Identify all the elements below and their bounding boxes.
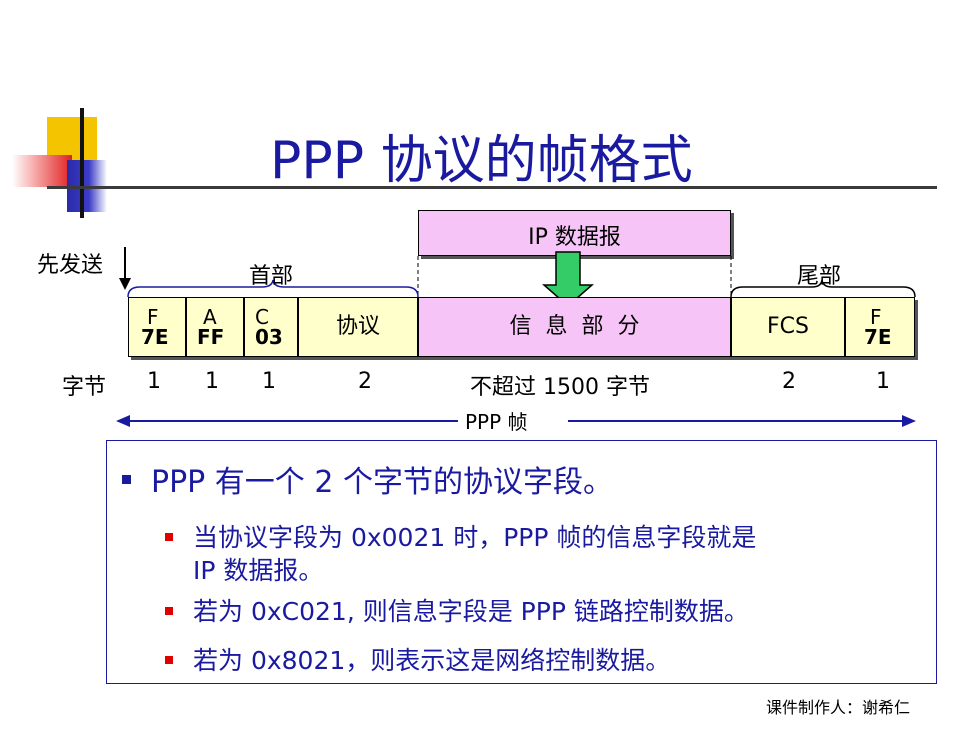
field-address-value: FF [197,325,225,349]
title-underline [47,186,937,189]
send-first-arrow-head [119,278,131,290]
field-address-name: A [203,305,217,329]
bullet-marker-main [122,475,131,484]
credit-text: 课件制作人：谢希仁 [765,698,910,717]
trailer-label: 尾部 [797,264,842,289]
field-flag-start-name: F [147,305,159,329]
field-flag-start-value: 7E [141,325,169,349]
green-down-arrow [542,251,594,307]
field-fcs-label: FCS [767,314,809,339]
bullet-box: PPP 有一个 2 个字节的协议字段。 当协议字段为 0x0021 时，PPP … [106,440,937,684]
bytes-flag-start: 1 [147,369,161,394]
field-flag-end-name: F [870,305,882,329]
field-protocol: 协议 [298,297,418,357]
slide-title: PPP 协议的帧格式 [270,131,693,191]
field-flag-start: F 7E [128,297,186,357]
bytes-information: 不超过 1500 字节 [470,375,650,400]
bullet-main: PPP 有一个 2 个字节的协议字段。 [151,465,613,500]
bullet-sub1-line2: IP 数据报。 [193,556,324,585]
header-label: 首部 [249,264,294,289]
bullet-sub1-line1: 当协议字段为 0x0021 时，PPP 帧的信息字段就是 [193,523,757,552]
logo-red-bar [12,155,72,187]
field-information-label: 信 息 部 分 [509,314,640,339]
field-control: C 03 [244,297,298,357]
bullet-sub3: 若为 0x8021，则表示这是网络控制数据。 [193,646,671,675]
bullet-marker-sub3 [165,656,173,664]
bullet-marker-sub1 [165,533,173,541]
bullet-marker-sub2 [165,607,173,615]
bytes-address: 1 [205,369,219,394]
field-address: A FF [186,297,244,357]
bytes-label: 字节 [62,375,107,400]
bytes-fcs: 2 [782,369,796,394]
bytes-protocol: 2 [358,369,372,394]
field-protocol-label: 协议 [335,314,380,339]
ip-datagram-label: IP 数据报 [528,225,621,250]
frame-arrowhead-left [116,415,130,427]
field-information: 信 息 部 分 [418,297,731,357]
ppp-frame-label: PPP 帧 [465,410,528,434]
bullet-sub2: 若为 0xC021, 则信息字段是 PPP 链路控制数据。 [193,597,749,626]
logo-vertical-line [80,108,84,218]
field-control-name: C [255,305,269,329]
bytes-flag-end: 1 [876,369,890,394]
field-flag-end: F 7E [845,297,915,357]
field-control-value: 03 [255,325,283,349]
send-first-label: 先发送 [37,253,104,278]
frame-arrowhead-right [902,415,916,427]
header-brace [127,279,419,298]
trailer-brace [730,279,916,298]
field-flag-end-value: 7E [864,325,892,349]
field-fcs: FCS [731,297,845,357]
bytes-control: 1 [262,369,276,394]
